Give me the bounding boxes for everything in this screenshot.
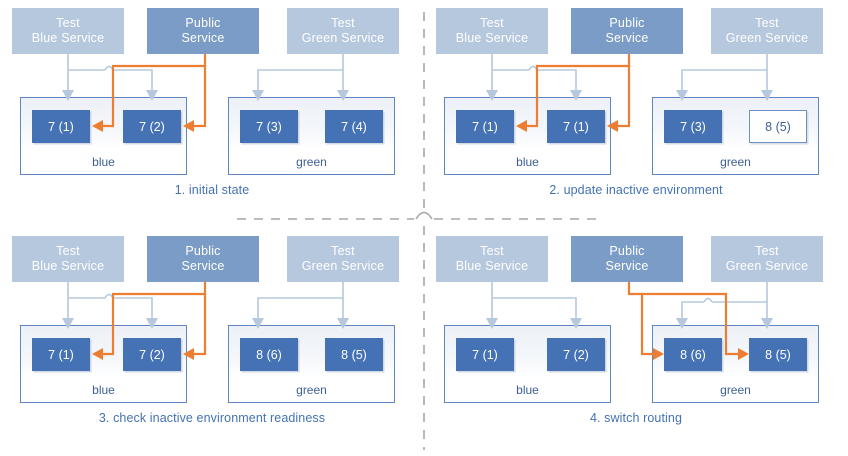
service-public: Public Service: [571, 8, 683, 54]
service-test-green-line1: Test: [331, 244, 355, 258]
service-test-blue-line1: Test: [480, 16, 504, 30]
instance-box: 7 (1): [32, 338, 90, 371]
instance-box: 7 (1): [456, 110, 514, 143]
service-public-line1: Public: [609, 244, 645, 258]
service-test-blue: Test Blue Service: [12, 8, 124, 54]
instance-box: 7 (1): [32, 110, 90, 143]
service-test-green-line2: Green Service: [301, 31, 385, 45]
service-public: Public Service: [571, 236, 683, 282]
instance-box-new-version: 8 (5): [749, 110, 807, 143]
service-test-green-line2: Green Service: [301, 259, 385, 273]
service-public-line1: Public: [609, 16, 645, 30]
service-test-green: Test Green Service: [287, 8, 399, 54]
instance-box: 7 (2): [547, 338, 605, 371]
instance-box: 7 (2): [123, 110, 181, 143]
test-service-wires: [62, 54, 349, 101]
service-test-green-line1: Test: [755, 244, 779, 258]
service-test-blue: Test Blue Service: [436, 8, 548, 54]
environment-blue-label: blue: [92, 383, 115, 397]
test-service-wires: [486, 282, 773, 329]
instance-box: 8 (6): [240, 338, 298, 371]
instance-box: 8 (6): [664, 338, 722, 371]
instance-box: 7 (1): [547, 110, 605, 143]
service-test-green: Test Green Service: [711, 8, 823, 54]
service-public-line1: Public: [185, 244, 221, 258]
panel-caption: 3. check inactive environment readiness: [98, 411, 326, 425]
panel-caption: 2. update inactive environment: [549, 183, 723, 197]
instance-box: 8 (5): [749, 338, 807, 371]
service-test-green: Test Green Service: [287, 236, 399, 282]
environment-blue-label: blue: [516, 155, 539, 169]
panel-switch-routing: blue green 7 (1) 7 (2) 8 (6) 8 (5): [424, 228, 848, 456]
service-public: Public Service: [147, 8, 259, 54]
instance-box: 7 (4): [325, 110, 383, 143]
service-test-blue: Test Blue Service: [436, 236, 548, 282]
service-test-green-line2: Green Service: [725, 31, 809, 45]
service-test-green-line2: Green Service: [725, 259, 809, 273]
test-service-wires: [62, 282, 349, 329]
public-service-route-wires: [92, 54, 207, 132]
service-test-blue-line2: Blue Service: [31, 31, 105, 45]
service-public-line2: Service: [605, 259, 649, 273]
panel-update-inactive-environment: blue green 7 (1) 7 (1) 7 (3) 8 (5): [424, 0, 848, 228]
service-test-green-line1: Test: [755, 16, 779, 30]
instance-box: 7 (2): [123, 338, 181, 371]
panel-caption: 1. initial state: [174, 183, 250, 197]
environment-green-label: green: [720, 383, 751, 397]
environment-blue-label: blue: [92, 155, 115, 169]
panel-check-inactive-environment-readiness: blue green 7 (1) 7 (2) 8 (6) 8 (5): [0, 228, 424, 456]
service-public: Public Service: [147, 236, 259, 282]
environment-green-label: green: [720, 155, 751, 169]
environment-green-label: green: [296, 383, 327, 397]
instance-box: 7 (1): [456, 338, 514, 371]
service-public-line1: Public: [185, 16, 221, 30]
environment-blue-label: blue: [516, 383, 539, 397]
service-test-green-line1: Test: [331, 16, 355, 30]
public-service-route-wires: [627, 282, 749, 360]
public-service-route-wires: [516, 54, 631, 132]
instance-box: 8 (5): [325, 338, 383, 371]
service-test-blue-line1: Test: [480, 244, 504, 258]
service-test-green: Test Green Service: [711, 236, 823, 282]
instance-box: 7 (3): [664, 110, 722, 143]
service-test-blue-line1: Test: [56, 244, 80, 258]
panel-caption: 4. switch routing: [589, 411, 683, 425]
instance-box: 7 (3): [240, 110, 298, 143]
service-test-blue-line2: Blue Service: [455, 259, 529, 273]
service-public-line2: Service: [181, 31, 225, 45]
service-test-blue: Test Blue Service: [12, 236, 124, 282]
public-service-route-wires: [92, 282, 207, 360]
panel-initial-state: blue green 7 (1) 7 (2) 7 (3) 7 (4): [0, 0, 424, 228]
service-public-line2: Service: [605, 31, 649, 45]
environment-green-label: green: [296, 155, 327, 169]
service-test-blue-line2: Blue Service: [455, 31, 529, 45]
service-public-line2: Service: [181, 259, 225, 273]
test-service-wires: [486, 54, 773, 101]
service-test-blue-line2: Blue Service: [31, 259, 105, 273]
service-test-blue-line1: Test: [56, 16, 80, 30]
divider-crossing-hop: [415, 211, 433, 220]
